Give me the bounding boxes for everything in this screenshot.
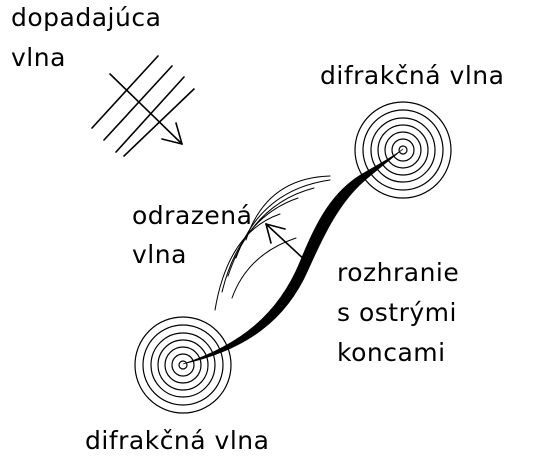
incident-wavefront-3 (115, 76, 185, 153)
label-diffracted-wave-top: difrakčná vlna (320, 61, 505, 90)
incident-arrow (109, 73, 183, 145)
incident-wavefront-1 (91, 55, 159, 129)
diffracted-wave-top (354, 101, 452, 199)
label-boundary-line1: rozhranie (337, 258, 460, 287)
label-diffracted-wave-bottom: difrakčná vlna (85, 426, 270, 455)
label-boundary-line3: koncami (337, 338, 446, 367)
diffracted-wave-bottom (134, 316, 232, 414)
reflected-arrow (265, 223, 308, 263)
label-boundary-line2: s ostrými (337, 298, 457, 327)
incident-wavefront-2 (103, 65, 173, 141)
reflected-wavelets (214, 175, 331, 311)
label-incident-wave-line2: vlna (11, 43, 66, 72)
boundary-interface (182, 148, 404, 365)
label-incident-wave-line1: dopadajúca (11, 3, 162, 32)
label-reflected-wave-line2: vlna (132, 240, 187, 269)
label-reflected-wave-line1: odrazená (132, 201, 253, 230)
